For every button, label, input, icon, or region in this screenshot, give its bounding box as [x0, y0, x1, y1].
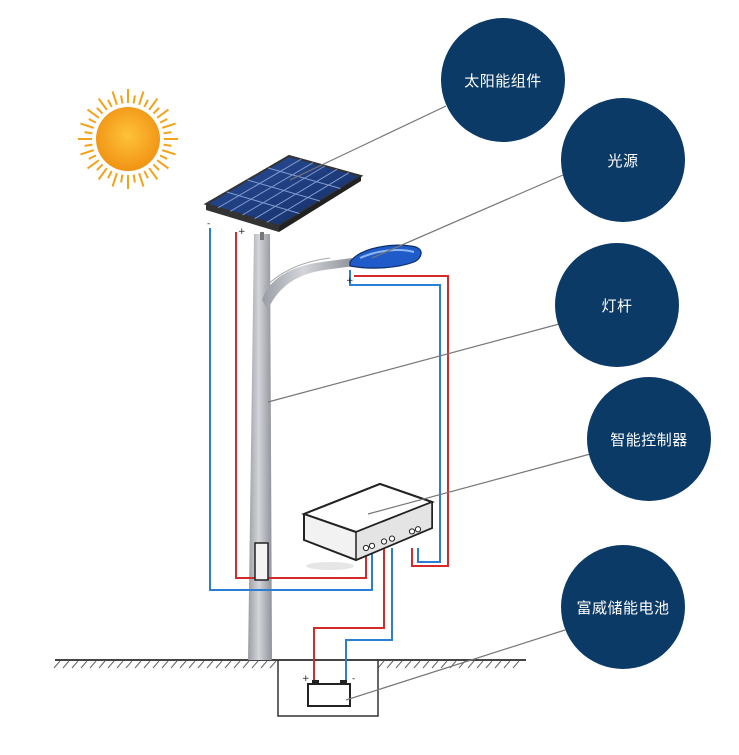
callout-solar-module: 太阳能组件	[441, 18, 565, 142]
battery-negative-sign: -	[352, 674, 355, 684]
callout-battery-label: 富威储能电池	[576, 598, 670, 617]
lamp-negative-wire	[349, 270, 441, 563]
lamp-positive-sign: +	[346, 276, 354, 286]
callout-solar-module-label: 太阳能组件	[464, 71, 542, 90]
battery-positive-wire	[313, 548, 385, 682]
controller-terminal	[380, 538, 388, 545]
controller-terminal	[388, 535, 396, 542]
battery-icon	[307, 680, 351, 707]
leader-lines	[267, 105, 595, 701]
street-lamp-icon	[349, 244, 422, 269]
callout-smart-controller: 智能控制器	[587, 377, 711, 501]
controller-box-icon	[301, 482, 435, 570]
pole-access-box	[254, 542, 269, 581]
controller-terminal	[408, 528, 416, 535]
panel-negative-wire	[209, 228, 373, 591]
callout-light-source: 光源	[561, 98, 685, 222]
callout-smart-controller-label: 智能控制器	[610, 430, 688, 449]
lamp-positive-wire	[354, 275, 449, 567]
battery-pit	[277, 660, 379, 717]
panel-negative-sign: -	[207, 219, 210, 229]
controller-terminal	[368, 542, 376, 549]
callout-battery: 富威储能电池	[561, 545, 685, 669]
callout-lamp-pole: 灯杆	[555, 243, 679, 367]
callout-lamp-pole-label: 灯杆	[601, 296, 633, 315]
panel-positive-wire	[235, 232, 367, 579]
controller-terminal	[414, 526, 422, 533]
callout-light-source-label: 光源	[607, 151, 639, 170]
controller-terminal	[362, 544, 370, 552]
battery-negative-wire	[345, 548, 393, 682]
panel-positive-sign: +	[238, 227, 246, 237]
battery-positive-sign: +	[302, 674, 310, 684]
sun-icon	[78, 89, 178, 189]
solar-panel-icon	[203, 154, 364, 240]
lamp-pole	[248, 234, 354, 660]
wiring	[209, 228, 449, 682]
ground	[53, 659, 526, 669]
